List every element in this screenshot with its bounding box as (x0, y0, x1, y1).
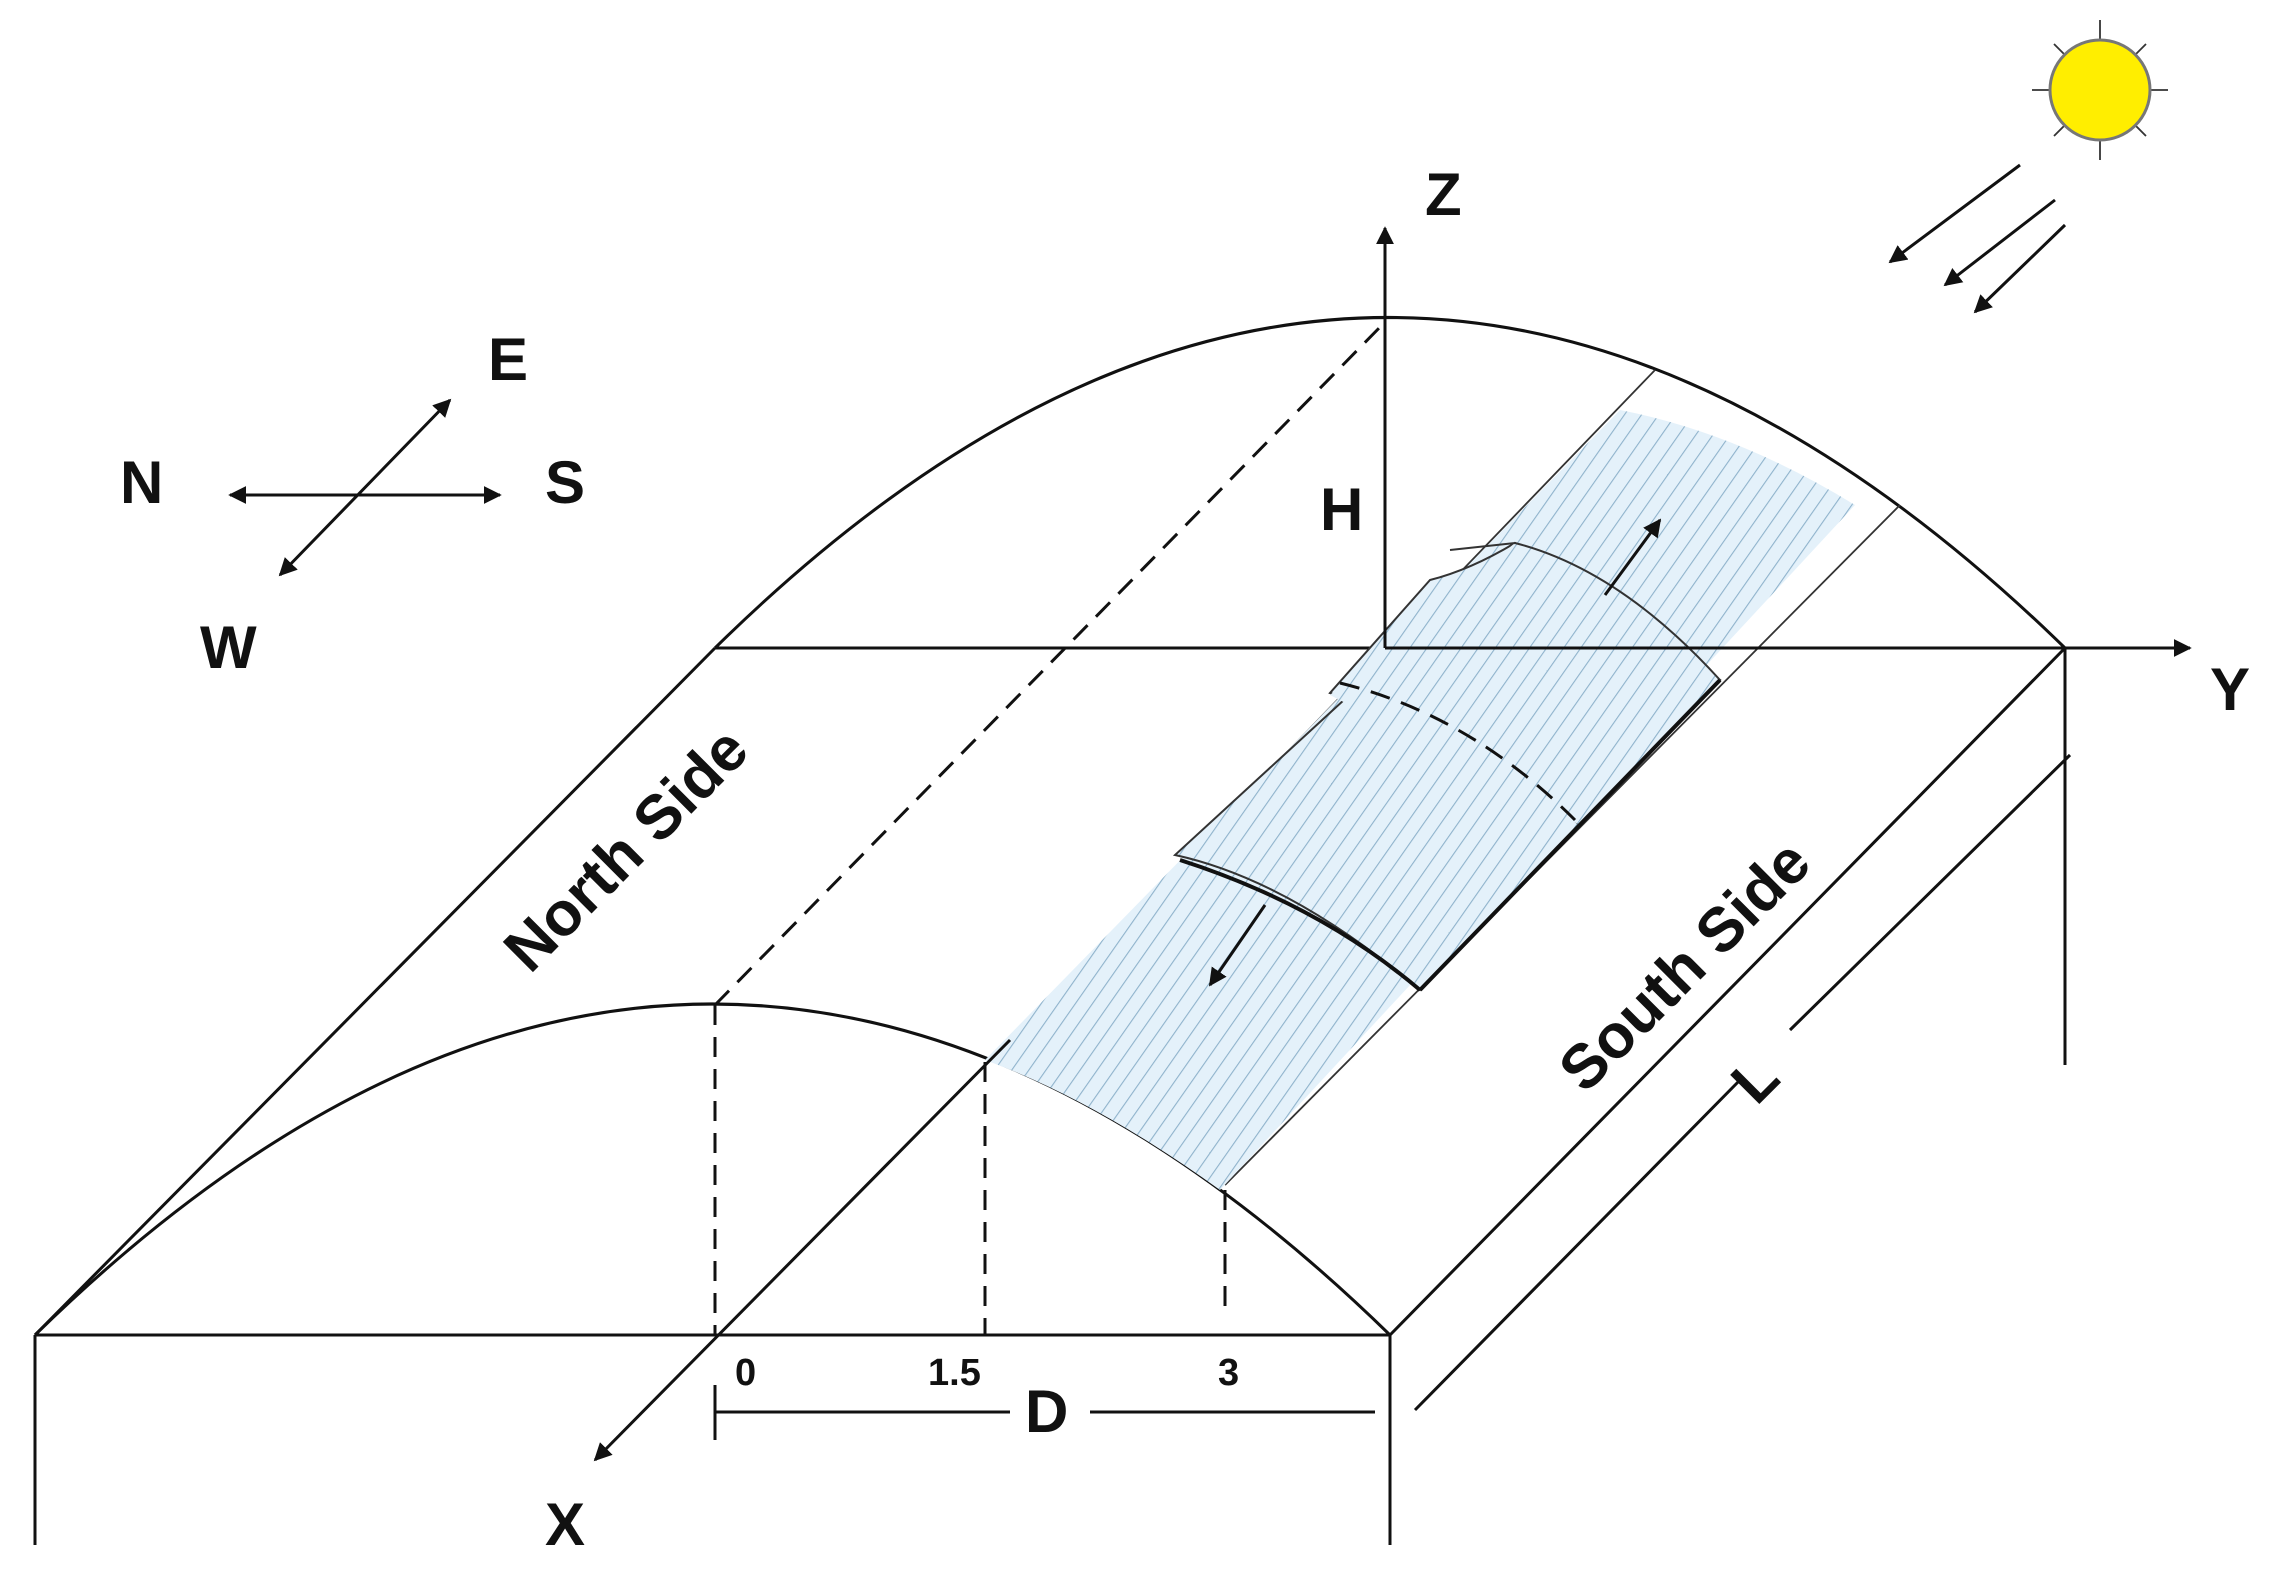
south-side-label: South Side (1546, 827, 1824, 1105)
sun-ray-arrow (1973, 223, 2067, 314)
height-label: H (1320, 476, 1363, 543)
panel-edge (1179, 858, 1422, 992)
shading-panels (985, 410, 1855, 1190)
slide-down-arrow (1208, 904, 1267, 987)
tick-label-3: 3 (1218, 1352, 1239, 1394)
compass-east-label: E (488, 326, 528, 393)
panel-rail (1418, 678, 1722, 992)
north-eave-line (33, 646, 717, 1337)
compass-north-label: N (120, 449, 163, 516)
z-axis-label: Z (1425, 161, 1462, 228)
sun-icon (2032, 20, 2168, 160)
panel-fold-line (1339, 681, 1577, 822)
x-axis (593, 1038, 1012, 1462)
coordinate-axes: Z Y X H (545, 161, 2250, 1558)
compass-rose: N S E W (120, 326, 585, 681)
back-arch (713, 316, 2067, 650)
south-eave-line (1388, 646, 2067, 1337)
compass-south-label: S (545, 449, 585, 516)
sun-ray-arrows (1888, 163, 2067, 314)
compass-west-label: W (200, 614, 257, 681)
projection-lines (713, 1005, 1227, 1335)
tick-label-0: 0 (735, 1352, 756, 1394)
length-label: L (1718, 1043, 1791, 1116)
tick-label-1-5: 1.5 (928, 1352, 981, 1394)
y-axis-label: Y (2210, 656, 2250, 723)
sun-ray-arrow (1888, 163, 2021, 264)
sun-ray-arrow (1943, 198, 2056, 287)
width-label: D (1025, 1378, 1068, 1445)
east-west-arrow (278, 398, 452, 577)
x-axis-label: X (545, 1491, 585, 1558)
north-side-label: North Side (491, 714, 761, 984)
width-dimension: 0 1.5 3 D (713, 1352, 1375, 1445)
slide-up-arrow (1603, 518, 1662, 596)
